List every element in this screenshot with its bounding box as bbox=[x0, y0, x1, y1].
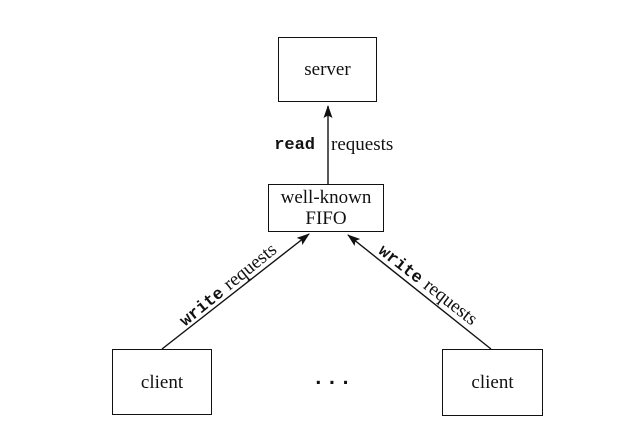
node-server-label: server bbox=[304, 59, 351, 80]
node-client-left-label: client bbox=[140, 371, 184, 393]
node-fifo-label-line2: FIFO bbox=[305, 208, 347, 229]
arrow-write-requests-left bbox=[161, 233, 310, 350]
clients-ellipsis: ... bbox=[312, 368, 353, 391]
node-client-left: client bbox=[112, 349, 212, 415]
node-fifo-label-line1: well-known bbox=[280, 187, 372, 208]
node-well-known-fifo: well-known FIFO bbox=[268, 184, 384, 232]
arrow-write-requests-right bbox=[347, 234, 492, 350]
node-client-right: client bbox=[442, 349, 543, 416]
node-server: server bbox=[278, 37, 377, 102]
label-read-word: read bbox=[274, 136, 315, 155]
node-client-right-label: client bbox=[471, 372, 514, 393]
label-read-requests-word: requests bbox=[331, 134, 394, 155]
